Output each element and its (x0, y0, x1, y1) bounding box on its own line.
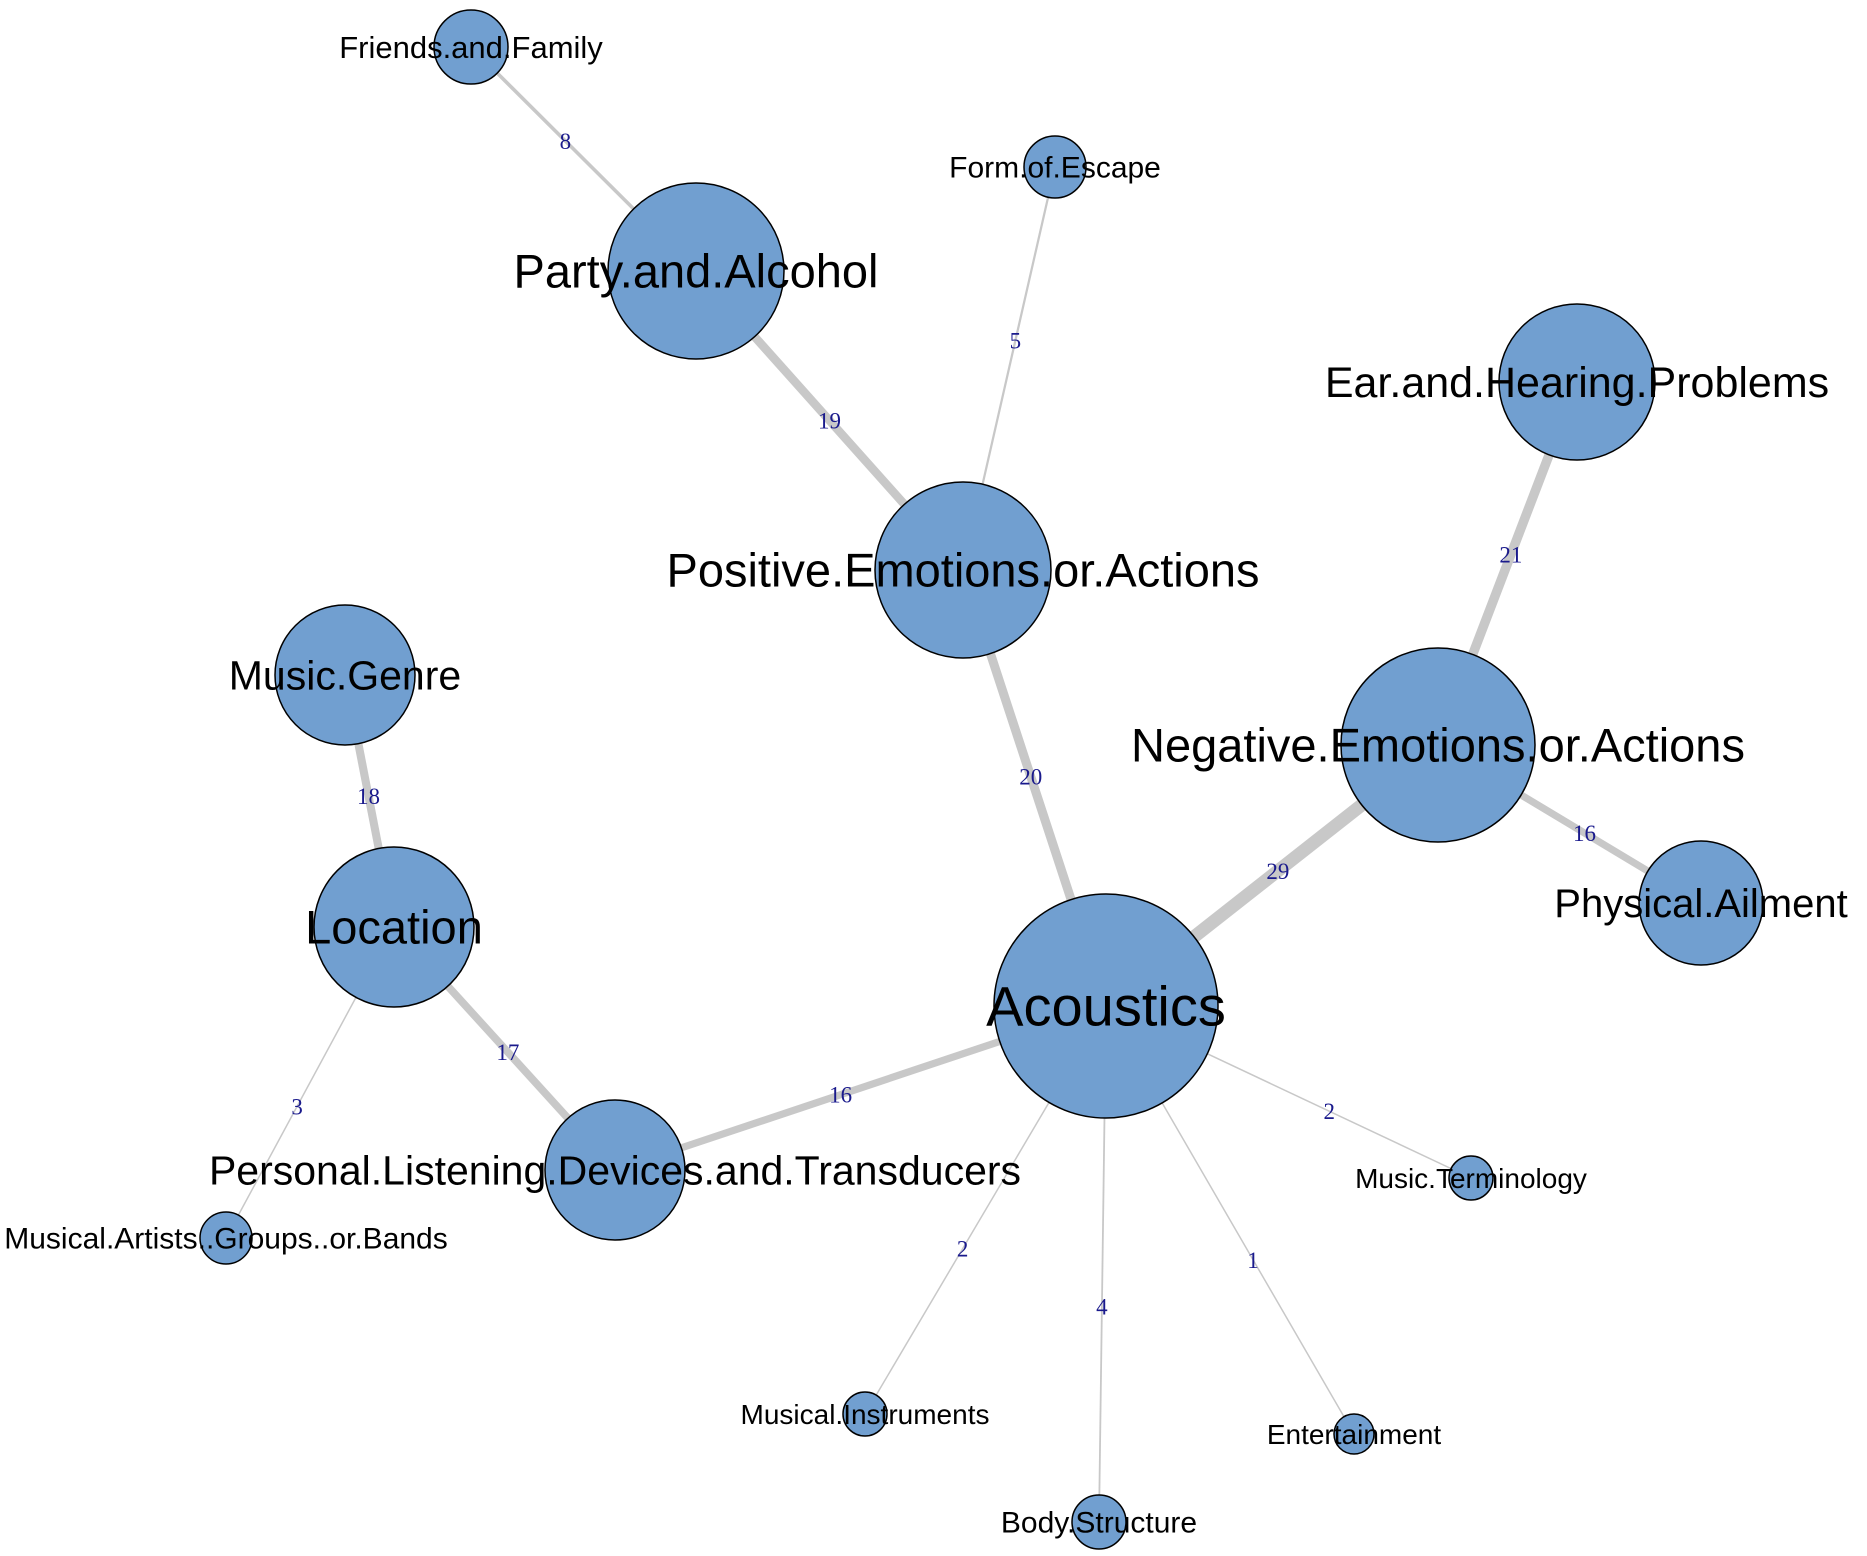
node-label-terminology: Music.Terminology (1355, 1163, 1587, 1194)
node-body[interactable] (1071, 1494, 1127, 1550)
edge-weight-label: 5 (1010, 329, 1022, 354)
node-label-friends: Friends.and.Family (339, 30, 603, 65)
node-label-ear: Ear.and.Hearing.Problems (1325, 359, 1829, 407)
node-label-escape: Form.of.Escape (949, 152, 1161, 185)
node-escape[interactable] (1023, 135, 1087, 199)
node-label-entertainment: Entertainment (1267, 1419, 1442, 1450)
node-friends[interactable] (433, 9, 509, 85)
edge-weight-label: 29 (1266, 859, 1289, 884)
node-terminology[interactable] (1448, 1155, 1494, 1201)
node-label-artists: Musical.Artists..Groups..or.Bands (4, 1223, 448, 1256)
edge-labels-layer: 8 19 5 20 21 16 29 18 17 3 16 2 2 4 1 (291, 129, 1596, 1319)
edge-weight-label: 1 (1247, 1248, 1259, 1273)
edge-weight-label: 21 (1499, 543, 1522, 568)
node-entertainment[interactable] (1333, 1413, 1375, 1455)
node-acoustics[interactable] (993, 893, 1219, 1119)
node-label-acoustics: Acoustics (986, 975, 1226, 1038)
edge-weight-label: 20 (1019, 765, 1042, 790)
node-label-body: Body.Structure (1001, 1507, 1197, 1540)
node-physical[interactable] (1638, 840, 1764, 966)
edge-weight-label: 17 (496, 1040, 519, 1065)
node-devices[interactable] (544, 1099, 686, 1241)
edge-weight-label: 8 (560, 129, 572, 154)
edge-weight-label: 16 (829, 1083, 852, 1108)
node-label-instruments: Musical.Instruments (741, 1399, 990, 1430)
node-positive[interactable] (874, 481, 1052, 659)
node-label-negative: Negative.Emotions.or.Actions (1131, 718, 1745, 771)
node-negative[interactable] (1340, 647, 1536, 843)
node-labels-layer: Acoustics Negative.Emotions.or.Actions Pos… (4, 30, 1847, 1540)
edge-weight-label: 2 (1323, 1099, 1335, 1124)
edge-weight-label: 18 (357, 784, 380, 809)
edge-weight-label: 4 (1096, 1294, 1108, 1319)
node-label-location: Location (305, 900, 483, 953)
node-genre[interactable] (274, 604, 416, 746)
node-location[interactable] (313, 846, 475, 1008)
node-label-party: Party.and.Alcohol (514, 244, 879, 297)
edge-weight-label: 19 (818, 409, 841, 434)
node-party[interactable] (607, 182, 785, 360)
edge-weight-label: 3 (291, 1094, 303, 1119)
edge-weight-label: 16 (1573, 821, 1596, 846)
node-label-physical: Physical.Ailment (1554, 882, 1847, 926)
node-artists[interactable] (199, 1211, 253, 1265)
node-label-positive: Positive.Emotions.or.Actions (667, 543, 1260, 596)
edge-weight-label: 2 (957, 1237, 969, 1262)
nodes-layer (199, 9, 1764, 1550)
node-instruments[interactable] (842, 1391, 888, 1437)
node-label-devices: Personal.Listening.Devices.and.Transduce… (209, 1147, 1021, 1193)
node-ear[interactable] (1498, 303, 1656, 461)
node-label-genre: Music.Genre (229, 652, 461, 698)
